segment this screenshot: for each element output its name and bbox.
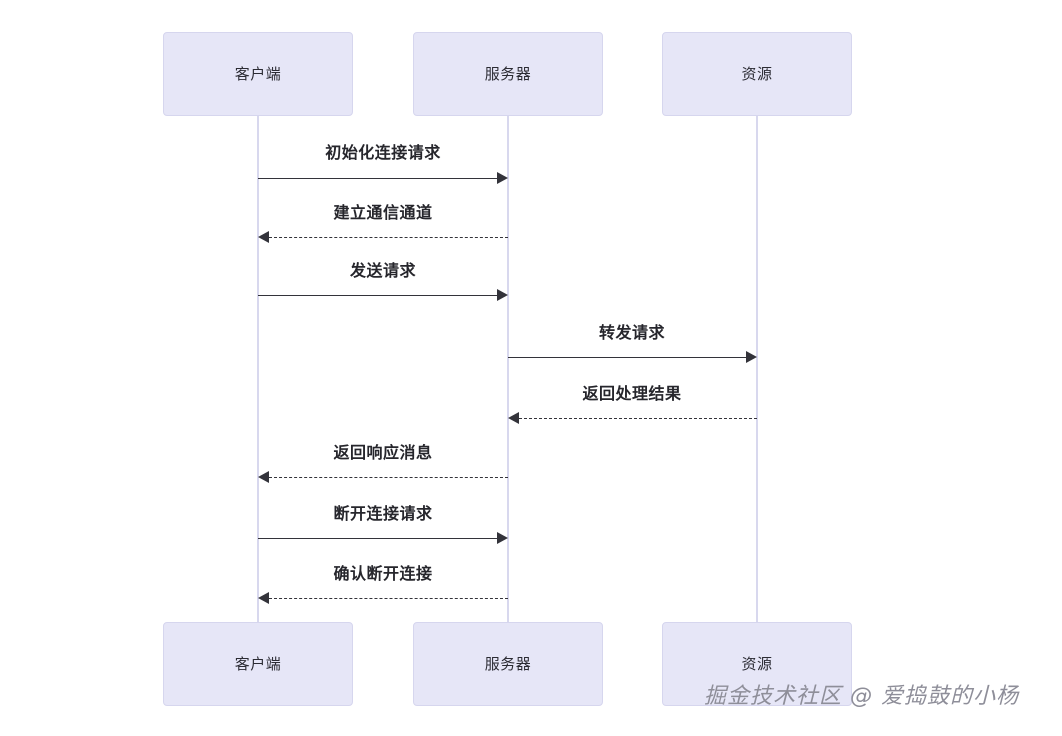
message-arrowhead-6 bbox=[258, 471, 269, 483]
message-arrowhead-2 bbox=[258, 231, 269, 243]
participant-label-server-bottom: 服务器 bbox=[484, 654, 532, 673]
message-label-5: 返回处理结果 bbox=[582, 384, 682, 403]
participant-box-server-bottom[interactable]: 服务器 bbox=[413, 622, 603, 706]
message-line-1 bbox=[258, 178, 497, 179]
message-line-2 bbox=[269, 237, 508, 238]
participant-box-resource-top[interactable]: 资源 bbox=[662, 32, 852, 116]
message-line-3 bbox=[258, 295, 497, 296]
message-label-7: 断开连接请求 bbox=[333, 504, 433, 523]
message-label-2: 建立通信通道 bbox=[333, 203, 433, 222]
message-arrowhead-5 bbox=[508, 412, 519, 424]
message-arrowhead-8 bbox=[258, 592, 269, 604]
participant-label-client-bottom: 客户端 bbox=[234, 654, 282, 673]
message-line-8 bbox=[269, 598, 508, 599]
message-arrowhead-7 bbox=[497, 532, 508, 544]
participant-label-client-top: 客户端 bbox=[234, 64, 282, 83]
watermark: 掘金技术社区 @ 爱捣鼓的小杨 bbox=[704, 684, 1019, 709]
participant-label-resource-top: 资源 bbox=[741, 64, 773, 83]
message-line-4 bbox=[508, 357, 746, 358]
participant-box-client-bottom[interactable]: 客户端 bbox=[163, 622, 353, 706]
lifeline-client bbox=[257, 116, 259, 630]
participant-label-server-top: 服务器 bbox=[484, 64, 532, 83]
message-label-4: 转发请求 bbox=[598, 323, 666, 342]
message-label-1: 初始化连接请求 bbox=[325, 143, 441, 162]
lifeline-server bbox=[507, 116, 509, 630]
participant-box-client-top[interactable]: 客户端 bbox=[163, 32, 353, 116]
lifeline-resource bbox=[756, 116, 758, 630]
message-line-6 bbox=[269, 477, 508, 478]
message-label-3: 发送请求 bbox=[349, 261, 417, 280]
participant-label-resource-bottom: 资源 bbox=[741, 654, 773, 673]
message-arrowhead-1 bbox=[497, 172, 508, 184]
message-label-6: 返回响应消息 bbox=[333, 443, 433, 462]
participant-box-server-top[interactable]: 服务器 bbox=[413, 32, 603, 116]
message-line-5 bbox=[519, 418, 757, 419]
message-line-7 bbox=[258, 538, 497, 539]
message-arrowhead-4 bbox=[746, 351, 757, 363]
message-arrowhead-3 bbox=[497, 289, 508, 301]
participant-box-resource-bottom[interactable]: 资源 bbox=[662, 622, 852, 706]
message-label-8: 确认断开连接 bbox=[333, 564, 433, 583]
